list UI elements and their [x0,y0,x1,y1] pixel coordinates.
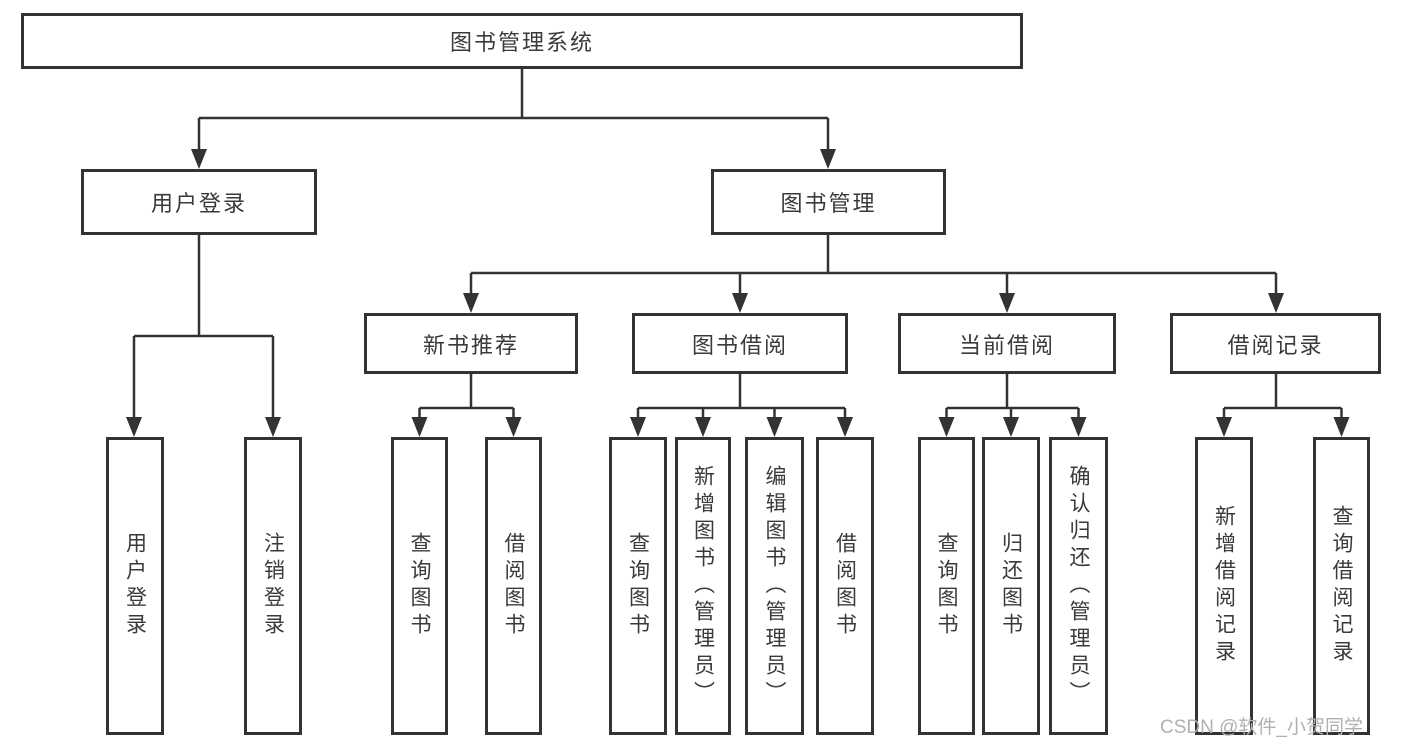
arrowhead [1268,293,1284,313]
arrowhead [938,417,955,437]
connector-book-management-to-level3 [463,235,1284,313]
arrowhead [1216,417,1232,437]
arrowhead [463,293,479,313]
arrowhead [411,417,428,437]
connector-root-to-level2 [191,69,836,169]
leaf-edit-books-admin: 编辑图书（管理员） [745,437,804,735]
node-borrow-records: 借阅记录 [1170,313,1381,374]
leaf-borrow-books: 借阅图书 [816,437,874,735]
leaf-logout: 注销登录 [244,437,302,735]
leaf-add-borrow-record: 新增借阅记录 [1195,437,1253,735]
arrowhead [1333,417,1350,437]
arrowhead [766,417,783,437]
connector-user-login-to-leaves [126,235,281,437]
connector-new-book-to-leaves [411,374,522,437]
leaf-query-borrow-record: 查询借阅记录 [1313,437,1370,735]
arrowhead [1070,417,1087,437]
arrowhead [505,417,522,437]
arrowhead [191,149,207,169]
leaf-query-books-recommend: 查询图书 [391,437,448,735]
node-book-management: 图书管理 [711,169,946,235]
connector-borrow-records-to-leaves [1216,374,1350,437]
node-current-borrow: 当前借阅 [898,313,1116,374]
arrowhead [265,417,281,437]
arrowhead [630,417,646,437]
arrowhead [126,417,142,437]
leaf-confirm-return-admin: 确认归还（管理员） [1049,437,1108,735]
csdn-watermark: CSDN @软件_小贺同学 [1160,717,1363,738]
connector-book-borrow-to-leaves [630,374,853,437]
leaf-borrow-books-recommend: 借阅图书 [485,437,542,735]
node-library-management-system: 图书管理系统 [21,13,1023,69]
leaf-query-books-current: 查询图书 [918,437,975,735]
arrowhead [732,293,748,313]
arrowhead [837,417,853,437]
arrowhead [695,417,711,437]
connector-current-borrow-to-leaves [938,374,1087,437]
arrowhead [820,149,836,169]
leaf-user-login: 用户登录 [106,437,164,735]
node-book-borrow: 图书借阅 [632,313,848,374]
leaf-return-books: 归还图书 [982,437,1040,735]
node-new-book-recommend: 新书推荐 [364,313,578,374]
leaf-query-books-borrow: 查询图书 [609,437,667,735]
node-user-login: 用户登录 [81,169,317,235]
arrowhead [999,293,1015,313]
arrowhead [1003,417,1019,437]
leaf-add-books-admin: 新增图书（管理员） [675,437,731,735]
